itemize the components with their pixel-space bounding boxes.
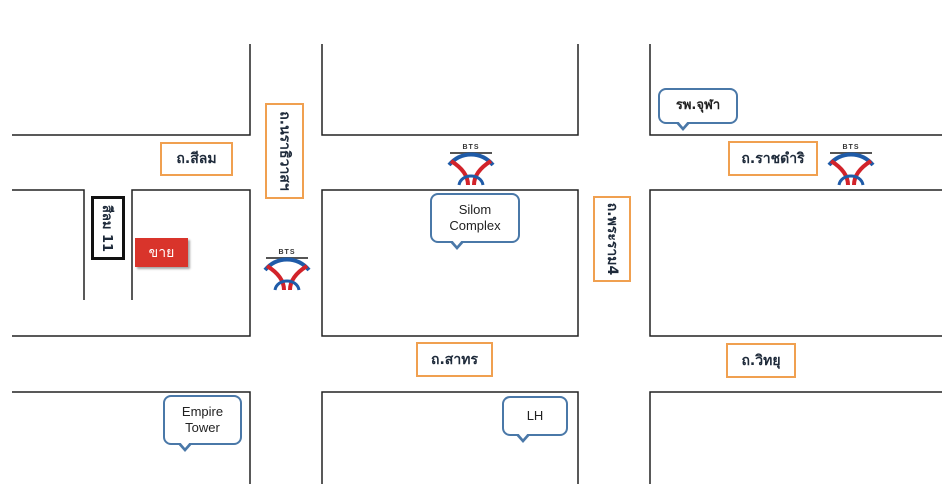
sale-tag: ขาย: [135, 238, 188, 267]
callout-tail: [675, 120, 691, 131]
road-label-rama4-text: ถ.พระราม4: [604, 202, 621, 276]
road-label-narathiwat: ถ.นราธิวาสฯ: [265, 103, 304, 199]
road-label-wittayu-text: ถ.วิทยุ: [741, 352, 781, 369]
callout-empire-tower-text: Empire Tower: [181, 403, 224, 435]
bts-logo-chong-nonsi: BTS: [263, 249, 311, 291]
bts-logo-red-line-left: [829, 159, 850, 186]
callout-silom-complex: Silom Complex: [430, 193, 520, 250]
bts-logo-sala-daeng: BTS: [447, 144, 495, 186]
road-label-narathiwat-text: ถ.นราธิวาสฯ: [276, 111, 293, 191]
block-top-left: [12, 44, 251, 136]
soi-label-silom-11: สีลม 11: [91, 196, 125, 260]
bts-logo-red-line-right: [288, 264, 309, 291]
callout-lh-text: LH: [526, 407, 544, 423]
callout-silom-complex-text: Silom Complex: [449, 201, 501, 233]
block-middle-right: [649, 189, 942, 337]
bts-logo-red-line-left: [449, 159, 470, 186]
callout-chula-hospital: รพ.จุฬา: [658, 88, 738, 131]
road-label-silom-text: ถ.สีลม: [176, 151, 217, 167]
bts-logo-red-line-left: [265, 264, 286, 291]
callout-tail: [449, 239, 465, 250]
callout-tail: [177, 441, 193, 452]
soi-label-text: สีลม 11: [99, 204, 115, 252]
bts-logo-text: BTS: [279, 249, 296, 256]
bts-logo-blue-base: [837, 174, 865, 186]
callout-empire-tower: Empire Tower: [163, 395, 242, 452]
bts-logo-text: BTS: [463, 144, 480, 151]
road-label-wittayu: ถ.วิทยุ: [726, 343, 796, 378]
block-top-right: [649, 44, 942, 136]
road-label-sathorn-text: ถ.สาทร: [431, 351, 478, 368]
road-label-rama4: ถ.พระราม4: [593, 196, 631, 282]
block-bottom-right: [649, 391, 942, 484]
road-edges: [12, 44, 942, 484]
road-label-sathorn: ถ.สาทร: [416, 342, 493, 377]
block-top-middle: [321, 44, 579, 136]
bts-logo-blue-base: [457, 174, 485, 186]
road-label-ratchadamri-text: ถ.ราชดำริ: [741, 150, 805, 167]
sale-tag-text: ขาย: [148, 244, 175, 261]
callout-lh: LH: [502, 396, 568, 443]
bts-logo-red-line-right: [472, 159, 493, 186]
road-label-silom: ถ.สีลม: [160, 142, 233, 176]
block-bottom-middle: [321, 391, 579, 484]
callout-chula-hospital-text: รพ.จุฬา: [675, 97, 721, 113]
block-middle-middle: [321, 189, 579, 337]
bts-logo-red-line-right: [852, 159, 873, 186]
bts-logo-text: BTS: [843, 144, 860, 151]
block-bottom-left: [12, 391, 251, 484]
bts-logo-ratchadamri: BTS: [827, 144, 875, 186]
callout-tail: [515, 432, 531, 443]
block-middle-left: [12, 189, 251, 337]
road-label-ratchadamri: ถ.ราชดำริ: [728, 141, 818, 176]
bts-logo-blue-base: [273, 279, 301, 291]
